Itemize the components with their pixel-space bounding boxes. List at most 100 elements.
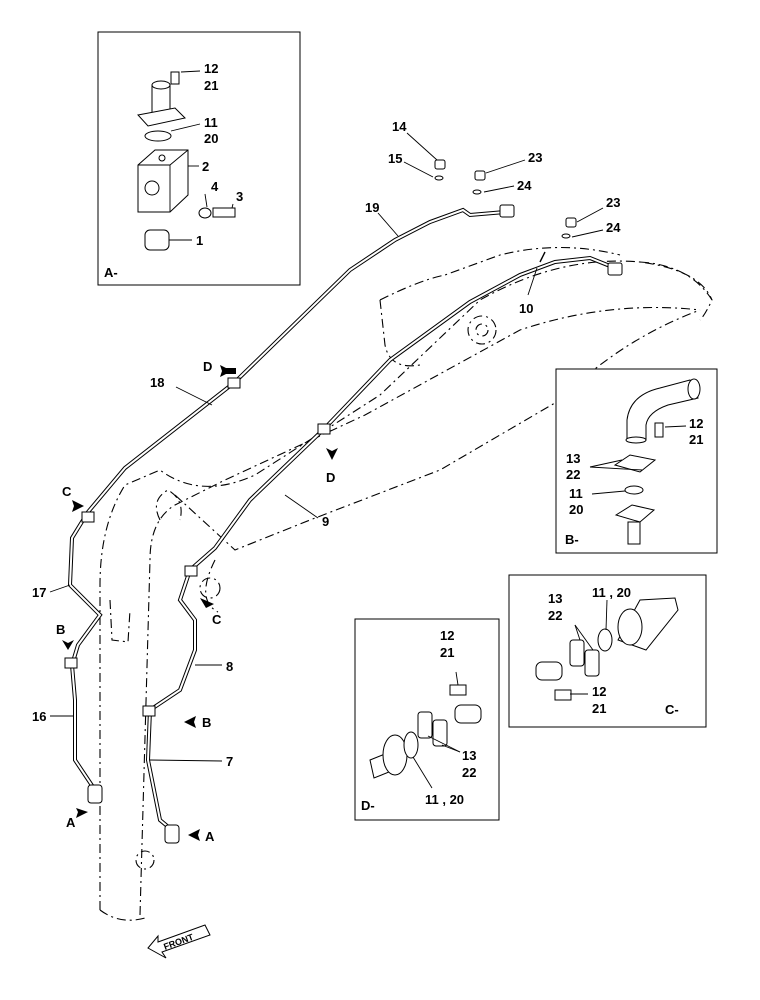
detail-c-callout-21: 21 (592, 701, 606, 716)
detail-d-callout-11-20: 11 , 20 (425, 792, 464, 807)
arrow-b-left-icon (62, 640, 74, 650)
view-arrow-b-right: B (202, 715, 211, 730)
detail-c-panel: 13 22 11 , 20 12 21 C- (508, 574, 707, 728)
plug-23-lower (565, 217, 577, 228)
elbow-fitting-23b (607, 262, 623, 276)
arrow-b-right-icon (184, 716, 196, 728)
detail-b-stub (627, 521, 641, 545)
detail-d-bolt (449, 684, 467, 696)
callout-24-lower: 24 (606, 220, 621, 235)
clamp-d-upper (227, 377, 241, 389)
detail-c-split-half-a (569, 639, 585, 667)
detail-c-split-half-b (584, 649, 600, 677)
clamp-c-right (184, 565, 198, 577)
detail-a-flange (137, 107, 187, 127)
detail-a-valve-block (137, 149, 189, 213)
front-direction-arrow: FRONT (147, 924, 211, 959)
detail-a-label: A- (104, 265, 118, 280)
callout-17: 17 (32, 585, 46, 600)
detail-b-port-flange (614, 504, 656, 523)
callout-24-upper: 24 (517, 178, 532, 193)
o-ring-24-upper (472, 189, 482, 195)
view-arrow-c-low: C (212, 612, 222, 627)
detail-c-bolt (554, 689, 572, 701)
detail-b-callout-13: 13 (566, 451, 580, 466)
detail-c-callout-11-20: 11 , 20 (592, 585, 631, 600)
detail-b-callout-22: 22 (566, 467, 580, 482)
callout-18: 18 (150, 375, 164, 390)
detail-b-callout-21: 21 (689, 432, 703, 447)
detail-a-bolt (170, 71, 180, 85)
view-arrow-b-left: B (56, 622, 65, 637)
clamp-b-left (64, 657, 78, 669)
elbow-fitting-23a (499, 204, 515, 218)
view-arrow-d-mid: D (326, 470, 335, 485)
o-ring-15 (434, 175, 444, 181)
view-arrow-c-top: C (62, 484, 72, 499)
detail-d-callout-12: 12 (440, 628, 454, 643)
arrow-c-top-icon (72, 500, 84, 512)
detail-a-callout-1: 1 (196, 233, 203, 248)
arrow-c-low-icon (200, 598, 214, 608)
detail-b-panel: 12 21 13 22 11 20 B- (555, 368, 718, 554)
boom-outline (99, 246, 713, 921)
callout-15: 15 (388, 151, 402, 166)
detail-d-callout-22: 22 (462, 765, 476, 780)
callout-16: 16 (32, 709, 46, 724)
detail-b-callout-20: 20 (569, 502, 583, 517)
detail-d-hose-end (454, 704, 482, 724)
valve-a-left (87, 784, 103, 804)
view-arrows: D D C C B B A A (56, 359, 338, 844)
o-ring-24-lower (561, 233, 571, 239)
front-arrow-icon (147, 924, 211, 959)
detail-d-port-flange (382, 734, 408, 776)
detail-c-label: C- (665, 702, 679, 717)
arrow-a-right-icon (188, 829, 200, 841)
detail-a-callout-12: 12 (204, 61, 218, 76)
callout-10: 10 (519, 301, 533, 316)
detail-c-callout-13: 13 (548, 591, 562, 606)
callout-9: 9 (322, 514, 329, 529)
detail-b-bolt (654, 422, 664, 438)
detail-d-callout-13: 13 (462, 748, 476, 763)
detail-b-o-ring (624, 485, 644, 495)
callout-19: 19 (365, 200, 379, 215)
view-arrow-a-left: A (66, 815, 76, 830)
detail-a-callout-20: 20 (204, 131, 218, 146)
plug-23-upper (474, 170, 486, 181)
arrow-d-mid-icon (326, 448, 338, 460)
detail-d-o-ring (403, 731, 419, 759)
detail-a-callout-2: 2 (202, 159, 209, 174)
arrow-a-left-icon (76, 808, 88, 818)
pipe-fittings (64, 159, 623, 844)
callout-23-lower: 23 (606, 195, 620, 210)
detail-d-split-half-a (417, 711, 433, 739)
detail-c-port-flange (617, 608, 643, 646)
detail-a-callout-4: 4 (211, 179, 219, 194)
detail-d-split-half-b (432, 719, 448, 747)
callout-14: 14 (392, 119, 407, 134)
detail-a-washer (198, 207, 212, 219)
detail-c-o-ring (597, 628, 613, 652)
callout-7: 7 (226, 754, 233, 769)
clamp-b-right (142, 705, 156, 717)
view-arrow-a-right: A (205, 829, 215, 844)
detail-a-panel: 12 21 11 20 2 4 3 1 A- (97, 31, 301, 286)
clamp-c-left (81, 511, 95, 523)
detail-d-label: D- (361, 798, 375, 813)
detail-c-callout-22: 22 (548, 608, 562, 623)
detail-c-callout-12: 12 (592, 684, 606, 699)
main-callouts: 19 14 15 23 24 23 24 10 18 9 17 8 16 7 (32, 119, 621, 769)
callout-8: 8 (226, 659, 233, 674)
detail-b-label: B- (565, 532, 579, 547)
detail-b-elbow-pipe (626, 379, 699, 441)
callout-23-upper: 23 (528, 150, 542, 165)
detail-a-bolt-3 (212, 207, 236, 218)
detail-a-frame (97, 31, 301, 286)
clamp-d-lower (317, 423, 331, 435)
detail-b-callout-12: 12 (689, 416, 703, 431)
detail-a-callout-11: 11 (204, 115, 218, 130)
detail-b-callout-11: 11 (569, 486, 583, 501)
detail-a-o-ring (144, 130, 172, 142)
